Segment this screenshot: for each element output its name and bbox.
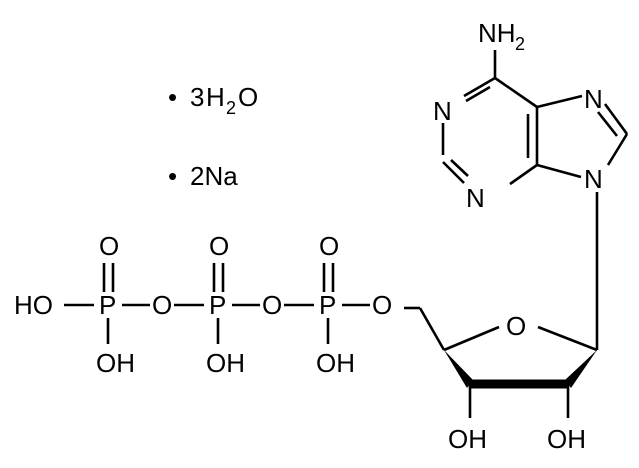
- p-alpha-oh: OH: [316, 348, 355, 378]
- salt-text: 2Na: [190, 161, 238, 191]
- hydrate-subscript: 2: [226, 98, 236, 118]
- bridge-o-1: O: [152, 290, 172, 320]
- hydrate-symbol: H: [206, 82, 225, 112]
- hydrate-tail: O: [238, 82, 258, 112]
- amine-subscript: 2: [515, 34, 525, 54]
- n7-label: N: [584, 84, 603, 114]
- salt-annotation: • 2Na: [168, 161, 238, 191]
- triphosphate-labels: HO O P OH O O P OH O O P OH O: [14, 231, 392, 378]
- hydrate-annotation: • 3 H 2 O: [168, 82, 258, 118]
- ribose-2-oh: OH: [547, 424, 586, 454]
- triphosphate-bonds: [64, 263, 370, 344]
- terminal-ho: HO: [14, 290, 53, 320]
- p-gamma-oxo: O: [99, 231, 119, 261]
- p-gamma-oh: OH: [96, 348, 135, 378]
- adenine-labels: NH 2 N N N N: [433, 18, 603, 213]
- hydrate-bullet: •: [168, 82, 177, 112]
- n1-label: N: [433, 96, 452, 126]
- p-gamma: P: [99, 290, 116, 320]
- p-beta: P: [209, 290, 226, 320]
- n9-label: N: [584, 164, 603, 194]
- p-beta-oxo: O: [209, 231, 229, 261]
- amine-text: NH: [478, 18, 516, 48]
- ribose-3-oh: OH: [448, 424, 487, 454]
- adenine-bonds: [441, 50, 629, 186]
- ribose-ring: [404, 306, 598, 418]
- p-beta-oh: OH: [206, 348, 245, 378]
- salt-bullet: •: [168, 161, 177, 191]
- p-alpha-oxo: O: [319, 231, 339, 261]
- ester-o: O: [372, 290, 392, 320]
- ribose-labels: O OH OH: [448, 311, 586, 454]
- ribose-ring-o: O: [506, 311, 526, 341]
- p-alpha: P: [319, 290, 336, 320]
- hydrate-count: 3: [190, 82, 204, 112]
- bridge-o-2: O: [262, 290, 282, 320]
- n3-label: N: [466, 183, 485, 213]
